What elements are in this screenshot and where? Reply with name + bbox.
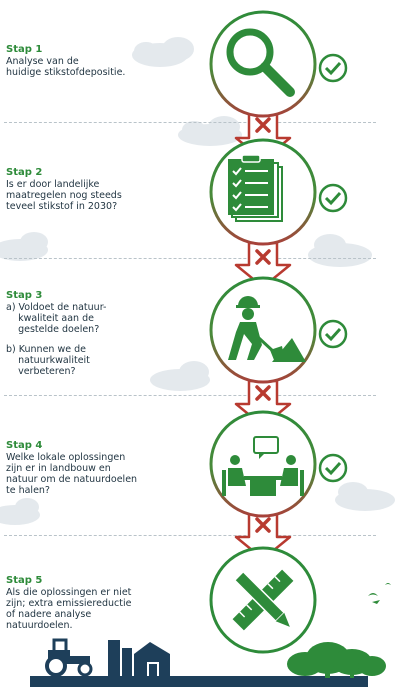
farm-buildings-icon: [108, 640, 170, 676]
step-4-line: te halen?: [6, 485, 50, 496]
step-2-line: Is er door landelijke: [6, 179, 100, 190]
magnifier-icon: [226, 28, 295, 97]
step-3-line: kwaliteit aan de: [6, 313, 94, 324]
step-3-circle: [209, 276, 317, 384]
step-divider: [4, 395, 376, 396]
worker-shovel-icon: [228, 296, 306, 362]
cross-icon: [255, 117, 271, 133]
ground-strip: [30, 676, 368, 687]
check-badge-icon: [318, 53, 348, 83]
down-arrow-icon: [234, 241, 292, 289]
birds-icon: [368, 583, 391, 604]
step-3-line: verbeteren?: [6, 366, 76, 377]
step-3-title: Stap 3: [6, 290, 43, 301]
step-1-line: huidige stikstofdepositie.: [6, 67, 126, 78]
step-5-line: zijn; extra emissiereductie: [6, 598, 132, 609]
checklist-icon: [228, 154, 283, 222]
step-4-line: natuur om de natuurdoelen: [6, 474, 138, 485]
ruler-pencil-icon: [232, 569, 294, 631]
check-badge-icon: [318, 183, 348, 213]
step-3-line: b) Kunnen we de: [6, 344, 86, 355]
step-divider: [4, 535, 376, 536]
step-5-line: of nadere analyse: [6, 609, 92, 620]
step-5-line: natuurdoelen.: [6, 620, 73, 631]
step-4-line: Welke lokale oplossingen: [6, 452, 126, 463]
cross-icon: [255, 249, 271, 265]
step-1-line: Analyse van de: [6, 56, 79, 67]
step-4-title: Stap 4: [6, 440, 43, 451]
check-badge-icon: [318, 319, 348, 349]
step-5-title: Stap 5: [6, 575, 43, 586]
step-4-circle: [209, 410, 317, 518]
step-2-line: maatregelen nog steeds: [6, 190, 122, 201]
cross-icon: [255, 517, 271, 533]
check-badge-icon: [318, 453, 348, 483]
step-1-title: Stap 1: [6, 44, 43, 55]
step-divider: [4, 258, 376, 259]
trees-icon: [287, 642, 386, 678]
step-4-line: zijn er in landbouw en: [6, 463, 111, 474]
step-5-line: Als die oplossingen er niet: [6, 587, 132, 598]
tractor-icon: [45, 638, 93, 677]
meeting-icon: [222, 436, 304, 496]
step-3-line: a) Voldoet de natuur-: [6, 302, 107, 313]
step-3-line: natuurkwaliteit: [6, 355, 90, 366]
down-arrow-icon: [234, 511, 292, 561]
step-2-title: Stap 2: [6, 167, 43, 178]
step-divider: [4, 122, 376, 123]
step-3-line: gestelde doelen?: [6, 324, 100, 335]
step-2-line: teveel stikstof in 2030?: [6, 201, 118, 212]
cross-icon: [255, 385, 271, 401]
